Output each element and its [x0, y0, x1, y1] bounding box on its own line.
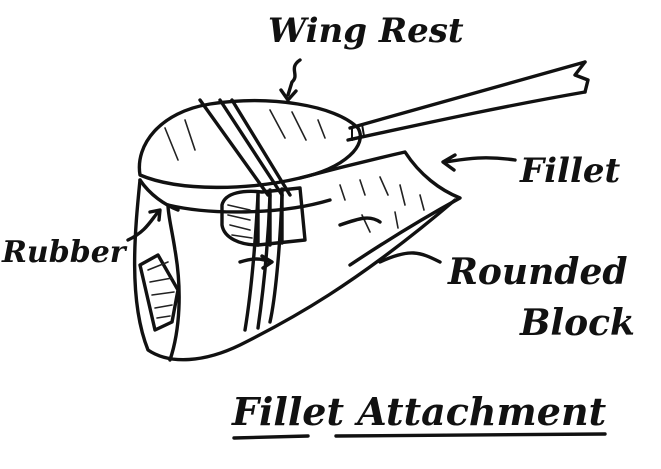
wing-spar: [346, 60, 590, 142]
leader-arrows: [126, 58, 517, 270]
rounded-block: [220, 186, 307, 247]
fuselage-body: [132, 178, 457, 362]
label-rounded: Rounded: [447, 251, 628, 293]
label-block: Block: [519, 302, 635, 344]
label-rubber: Rubber: [1, 235, 128, 270]
label-fillet: Fillet: [519, 151, 621, 191]
wing-rest: [137, 98, 362, 197]
diagram-title: Fillet Attachment: [231, 389, 607, 434]
rubber-straps: [243, 193, 284, 332]
rubber-coil: [138, 253, 180, 332]
title-underline: [232, 432, 607, 440]
label-wing-rest: Wing Rest: [268, 11, 464, 51]
fillet-wedge: [298, 150, 462, 267]
